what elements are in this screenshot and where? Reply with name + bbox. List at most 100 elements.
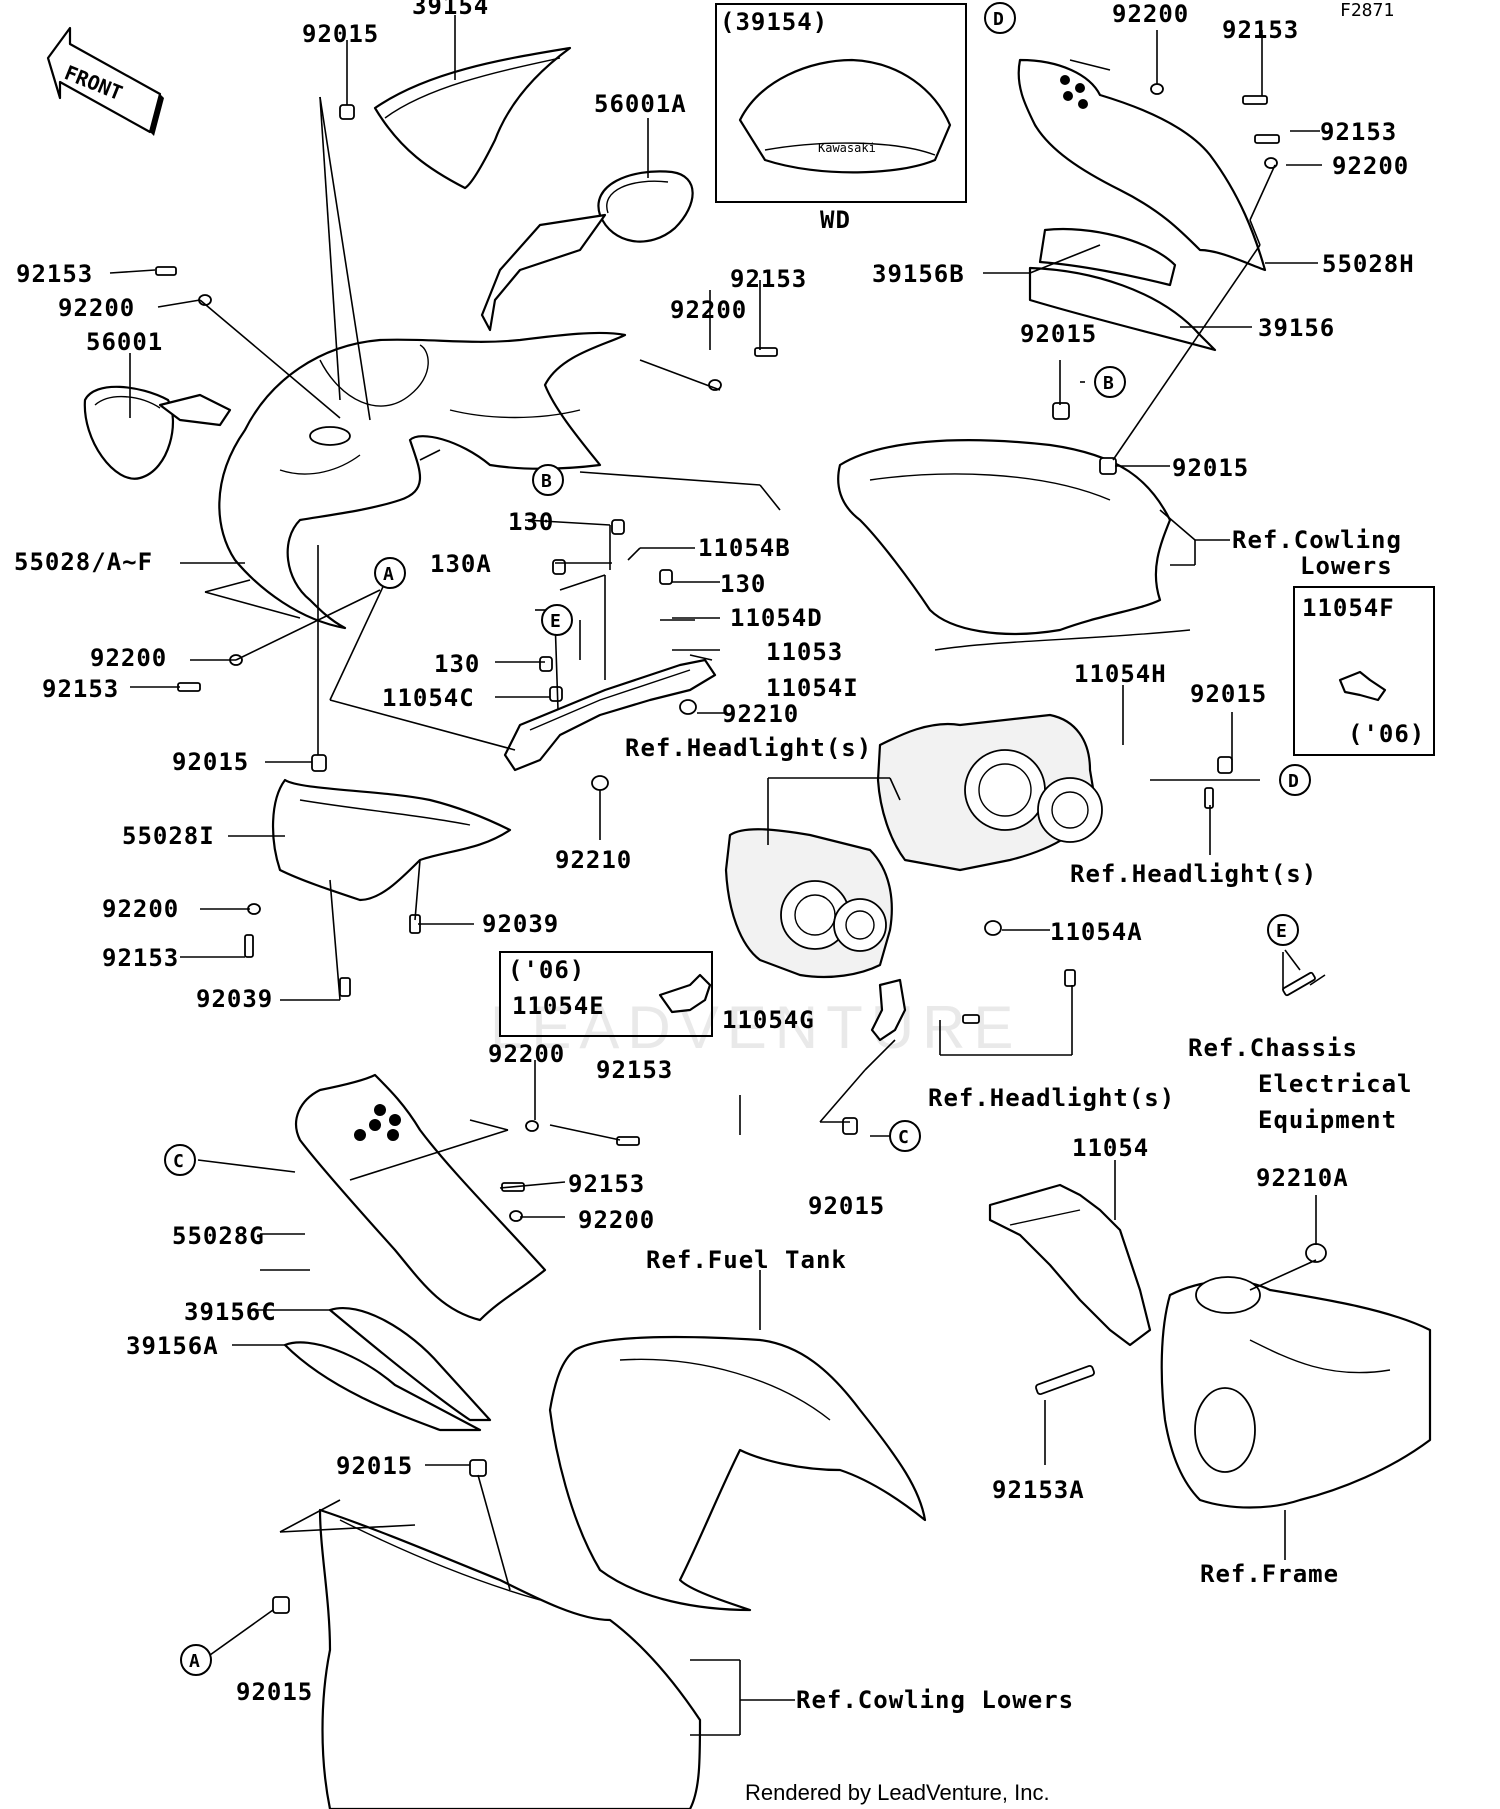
label-92015: 92015 bbox=[1172, 454, 1249, 482]
bracket-11054e-drawing bbox=[658, 973, 712, 1014]
ref-headlight-label: Ref.Headlight(s) bbox=[1070, 860, 1317, 888]
inset-11054e-year: ('06) bbox=[508, 956, 585, 984]
label-92200: 92200 bbox=[488, 1040, 565, 1068]
label-92153a: 92153A bbox=[992, 1476, 1085, 1504]
inset-box-11054f bbox=[1293, 586, 1435, 756]
frame-drawing bbox=[1160, 1276, 1432, 1509]
circle-marker-label: A bbox=[383, 564, 394, 585]
label-92210a: 92210A bbox=[1256, 1164, 1349, 1192]
label-11054h: 11054H bbox=[1074, 660, 1167, 688]
label-92200: 92200 bbox=[90, 644, 167, 672]
fuel-tank-cover-drawing bbox=[548, 1335, 927, 1612]
circle-marker-label: D bbox=[993, 9, 1004, 30]
ref-cowling-lowers-label: Ref.Cowling bbox=[1232, 526, 1402, 554]
ref-frame-label: Ref.Frame bbox=[1200, 1560, 1339, 1588]
hardware-fasteners bbox=[155, 83, 1327, 1614]
leader-lines bbox=[109, 15, 1326, 1736]
label-92153: 92153 bbox=[1320, 118, 1397, 146]
circle-marker-a-bottom: A bbox=[180, 1644, 212, 1676]
circle-marker-d-top: D bbox=[984, 2, 1016, 34]
circle-marker-label: B bbox=[541, 471, 552, 492]
upper-cowl-drawing bbox=[218, 331, 627, 630]
label-130: 130 bbox=[508, 508, 554, 536]
ref-chassis-label: Electrical bbox=[1258, 1070, 1413, 1098]
cowling-lower-left-drawing bbox=[318, 1508, 702, 1809]
label-11054g: 11054G bbox=[722, 1006, 815, 1034]
ref-chassis-label: Ref.Chassis bbox=[1188, 1034, 1358, 1062]
label-11054: 11054 bbox=[1072, 1134, 1149, 1162]
circle-marker-e-right: E bbox=[1267, 914, 1299, 946]
ref-fuel-tank-label: Ref.Fuel Tank bbox=[646, 1246, 847, 1274]
label-92153: 92153 bbox=[730, 265, 807, 293]
frame-stay-11054-drawing bbox=[988, 1183, 1152, 1347]
label-130: 130 bbox=[434, 650, 480, 678]
label-56001a: 56001A bbox=[594, 90, 687, 118]
trim-strips-left-drawing bbox=[283, 1307, 492, 1432]
label-92200: 92200 bbox=[58, 294, 135, 322]
circle-marker-c-left: C bbox=[164, 1144, 196, 1176]
watermark: LEADVENTURE bbox=[490, 994, 1021, 1061]
credit-text: Rendered by LeadVenture, Inc. bbox=[745, 1780, 1050, 1805]
label-130a: 130A bbox=[430, 550, 492, 578]
side-panel-h-drawing bbox=[1017, 58, 1267, 272]
circle-marker-label: B bbox=[1103, 373, 1114, 394]
front-arrow-icon: FRONT bbox=[46, 26, 164, 136]
inset-windshield-caption: WD bbox=[820, 206, 851, 234]
circle-marker-label: C bbox=[898, 1127, 909, 1148]
ref-chassis-label: Equipment bbox=[1258, 1106, 1397, 1134]
label-55028g: 55028G bbox=[172, 1222, 265, 1250]
label-92200: 92200 bbox=[670, 296, 747, 324]
circle-marker-e-mid: E bbox=[541, 604, 573, 636]
stay-bracket-drawing bbox=[503, 658, 717, 772]
circle-marker-label: E bbox=[550, 611, 561, 632]
bracket-11054f-drawing bbox=[1338, 670, 1387, 702]
inset-box-windshield bbox=[715, 3, 967, 203]
ref-cowling-lowers-label: Lowers bbox=[1300, 552, 1393, 580]
circle-marker-b-right: B bbox=[1094, 366, 1126, 398]
windshield-inset-detail bbox=[764, 142, 936, 156]
label-11054a: 11054A bbox=[1050, 918, 1143, 946]
label-56001: 56001 bbox=[86, 328, 163, 356]
inset-windshield-brand: Kawasaki bbox=[818, 141, 876, 155]
label-39154: 39154 bbox=[412, 0, 489, 20]
label-92015: 92015 bbox=[172, 748, 249, 776]
side-panel-g-drawing bbox=[295, 1073, 547, 1322]
ref-headlight-label: Ref.Headlight(s) bbox=[928, 1084, 1175, 1112]
label-55028-a-f: 55028/A~F bbox=[14, 548, 153, 576]
label-92153: 92153 bbox=[16, 260, 93, 288]
inset-windshield-ref: (39154) bbox=[720, 8, 828, 36]
windshield-inset-drawing bbox=[738, 58, 952, 174]
ref-cowling-lowers-label: Ref.Cowling Lowers bbox=[796, 1686, 1074, 1714]
inset-box-11054e bbox=[499, 951, 713, 1037]
label-55028h: 55028H bbox=[1322, 250, 1415, 278]
circle-marker-d-right: D bbox=[1279, 764, 1311, 796]
circle-marker-a-mid: A bbox=[374, 557, 406, 589]
label-92200: 92200 bbox=[1112, 0, 1189, 28]
label-11054b: 11054B bbox=[698, 534, 791, 562]
label-11054c: 11054C bbox=[382, 684, 475, 712]
headlight-rear-drawing bbox=[876, 713, 1103, 872]
inset-11054f-year: ('06) bbox=[1348, 720, 1425, 748]
figure-id: F2871 bbox=[1340, 0, 1394, 21]
mirror-left-drawing bbox=[83, 385, 232, 480]
inset-11054e-part: 11054E bbox=[512, 992, 605, 1020]
circle-marker-b-mid: B bbox=[532, 464, 564, 496]
circle-marker-label: A bbox=[189, 1651, 200, 1672]
label-39156c: 39156C bbox=[184, 1298, 277, 1326]
headlight-front-drawing bbox=[724, 828, 893, 979]
bracket-11054g-drawing bbox=[870, 978, 907, 1042]
label-11053: 11053 bbox=[766, 638, 843, 666]
circle-marker-label: C bbox=[173, 1151, 184, 1172]
label-130: 130 bbox=[720, 570, 766, 598]
label-92210: 92210 bbox=[722, 700, 799, 728]
label-92015: 92015 bbox=[236, 1678, 313, 1706]
inner-panel-i-drawing bbox=[272, 778, 512, 902]
label-39156: 39156 bbox=[1258, 314, 1335, 342]
label-92200: 92200 bbox=[578, 1206, 655, 1234]
label-39156a: 39156A bbox=[126, 1332, 219, 1360]
label-92015: 92015 bbox=[336, 1452, 413, 1480]
label-39156b: 39156B bbox=[872, 260, 965, 288]
label-55028i: 55028I bbox=[122, 822, 215, 850]
circle-marker-label: D bbox=[1288, 771, 1299, 792]
